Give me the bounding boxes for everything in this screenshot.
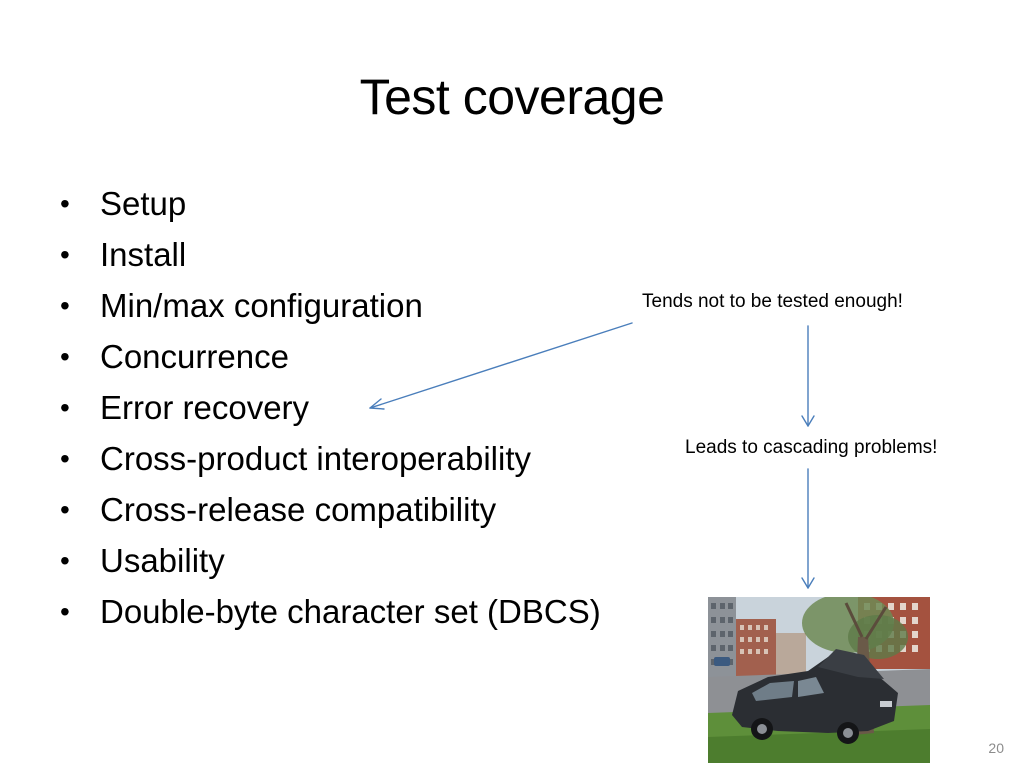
bullet-item: • Double-byte character set (DBCS): [60, 586, 601, 637]
bullet-dot: •: [60, 392, 70, 423]
bullet-dot: •: [60, 290, 70, 321]
annotation-cascading: Leads to cascading problems!: [685, 437, 938, 458]
bullet-item: • Usability: [60, 535, 601, 586]
bullet-text: Concurrence: [100, 338, 289, 375]
bullet-text: Error recovery: [100, 389, 310, 426]
bullet-text: Install: [100, 236, 187, 273]
bullet-text: Setup: [100, 185, 187, 222]
bullet-dot: •: [60, 188, 70, 219]
bullet-dot: •: [60, 494, 70, 525]
bullet-item: • Error recovery: [60, 382, 601, 433]
bullet-item: • Setup: [60, 178, 601, 229]
annotation-not-tested: Tends not to be tested enough!: [642, 291, 903, 312]
bullet-list: • Setup • Install • Min/max configuratio…: [60, 178, 601, 637]
bullet-text: Usability: [100, 542, 225, 579]
arrow-head-photo: [801, 577, 815, 589]
car-crash-illustration: [708, 597, 930, 763]
bullet-item: • Concurrence: [60, 331, 601, 382]
bullet-dot: •: [60, 239, 70, 270]
bullet-dot: •: [60, 596, 70, 627]
bullet-item: • Cross-product interoperability: [60, 433, 601, 484]
bullet-dot: •: [60, 341, 70, 372]
page-number: 20: [988, 740, 1004, 756]
slide-title: Test coverage: [359, 69, 665, 125]
car-crash-photo: [708, 597, 930, 763]
arrow-head-cascading: [801, 415, 815, 427]
bullet-text: Double-byte character set (DBCS): [100, 593, 601, 630]
bullet-item: • Cross-release compatibility: [60, 484, 601, 535]
bullet-dot: •: [60, 545, 70, 576]
bullet-dot: •: [60, 443, 70, 474]
bullet-item: • Min/max configuration: [60, 280, 601, 331]
bullet-text: Cross-product interoperability: [100, 440, 532, 477]
bullet-item: • Install: [60, 229, 601, 280]
bullet-text: Cross-release compatibility: [100, 491, 497, 528]
bullet-text: Min/max configuration: [100, 287, 423, 324]
